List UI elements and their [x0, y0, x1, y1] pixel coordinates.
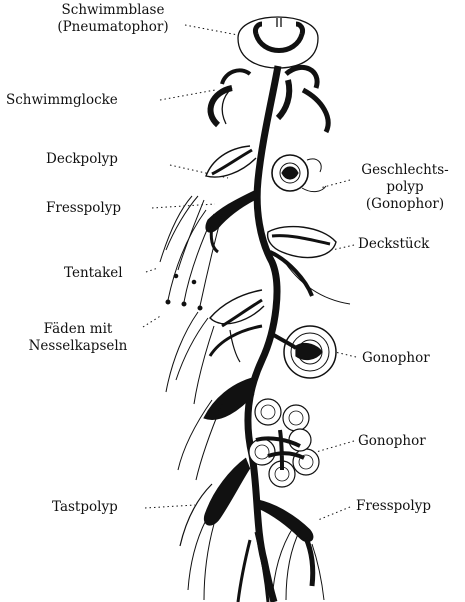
label-deckpolyp: Deckpolyp — [46, 151, 118, 168]
gonophor-middle — [272, 326, 336, 378]
label-fresspolyp-right: Fresspolyp — [356, 498, 431, 515]
tastpolyp-shape — [180, 458, 250, 600]
deckpolyp-shape — [206, 146, 256, 177]
gonophor-cluster — [249, 399, 319, 487]
label-geschlechts-line3: (Gonophor) — [346, 196, 464, 213]
label-deckstueck: Deckstück — [358, 236, 429, 253]
pneumatophore — [238, 17, 318, 68]
label-faeden-line1: Fäden mit — [8, 321, 148, 338]
label-tastpolyp: Tastpolyp — [52, 499, 118, 516]
label-gonophor-lower: Gonophor — [358, 433, 426, 450]
fresspolyp-left-shape — [160, 190, 258, 270]
label-schwimmglocke: Schwimmglocke — [6, 92, 118, 109]
gonophor-upper — [272, 155, 326, 192]
label-fresspolyp-left: Fresspolyp — [46, 200, 121, 217]
label-geschlechts-line1: Geschlechts- — [346, 162, 464, 179]
label-tentakel: Tentakel — [64, 265, 123, 282]
label-gonophor-middle: Gonophor — [362, 350, 430, 367]
label-faeden-line2: Nesselkapseln — [8, 338, 148, 355]
label-schwimmblase: Schwimmblase — [28, 2, 198, 19]
label-geschlechts-line2: polyp — [346, 179, 464, 196]
label-pneumatophor: (Pneumatophor) — [28, 19, 198, 36]
